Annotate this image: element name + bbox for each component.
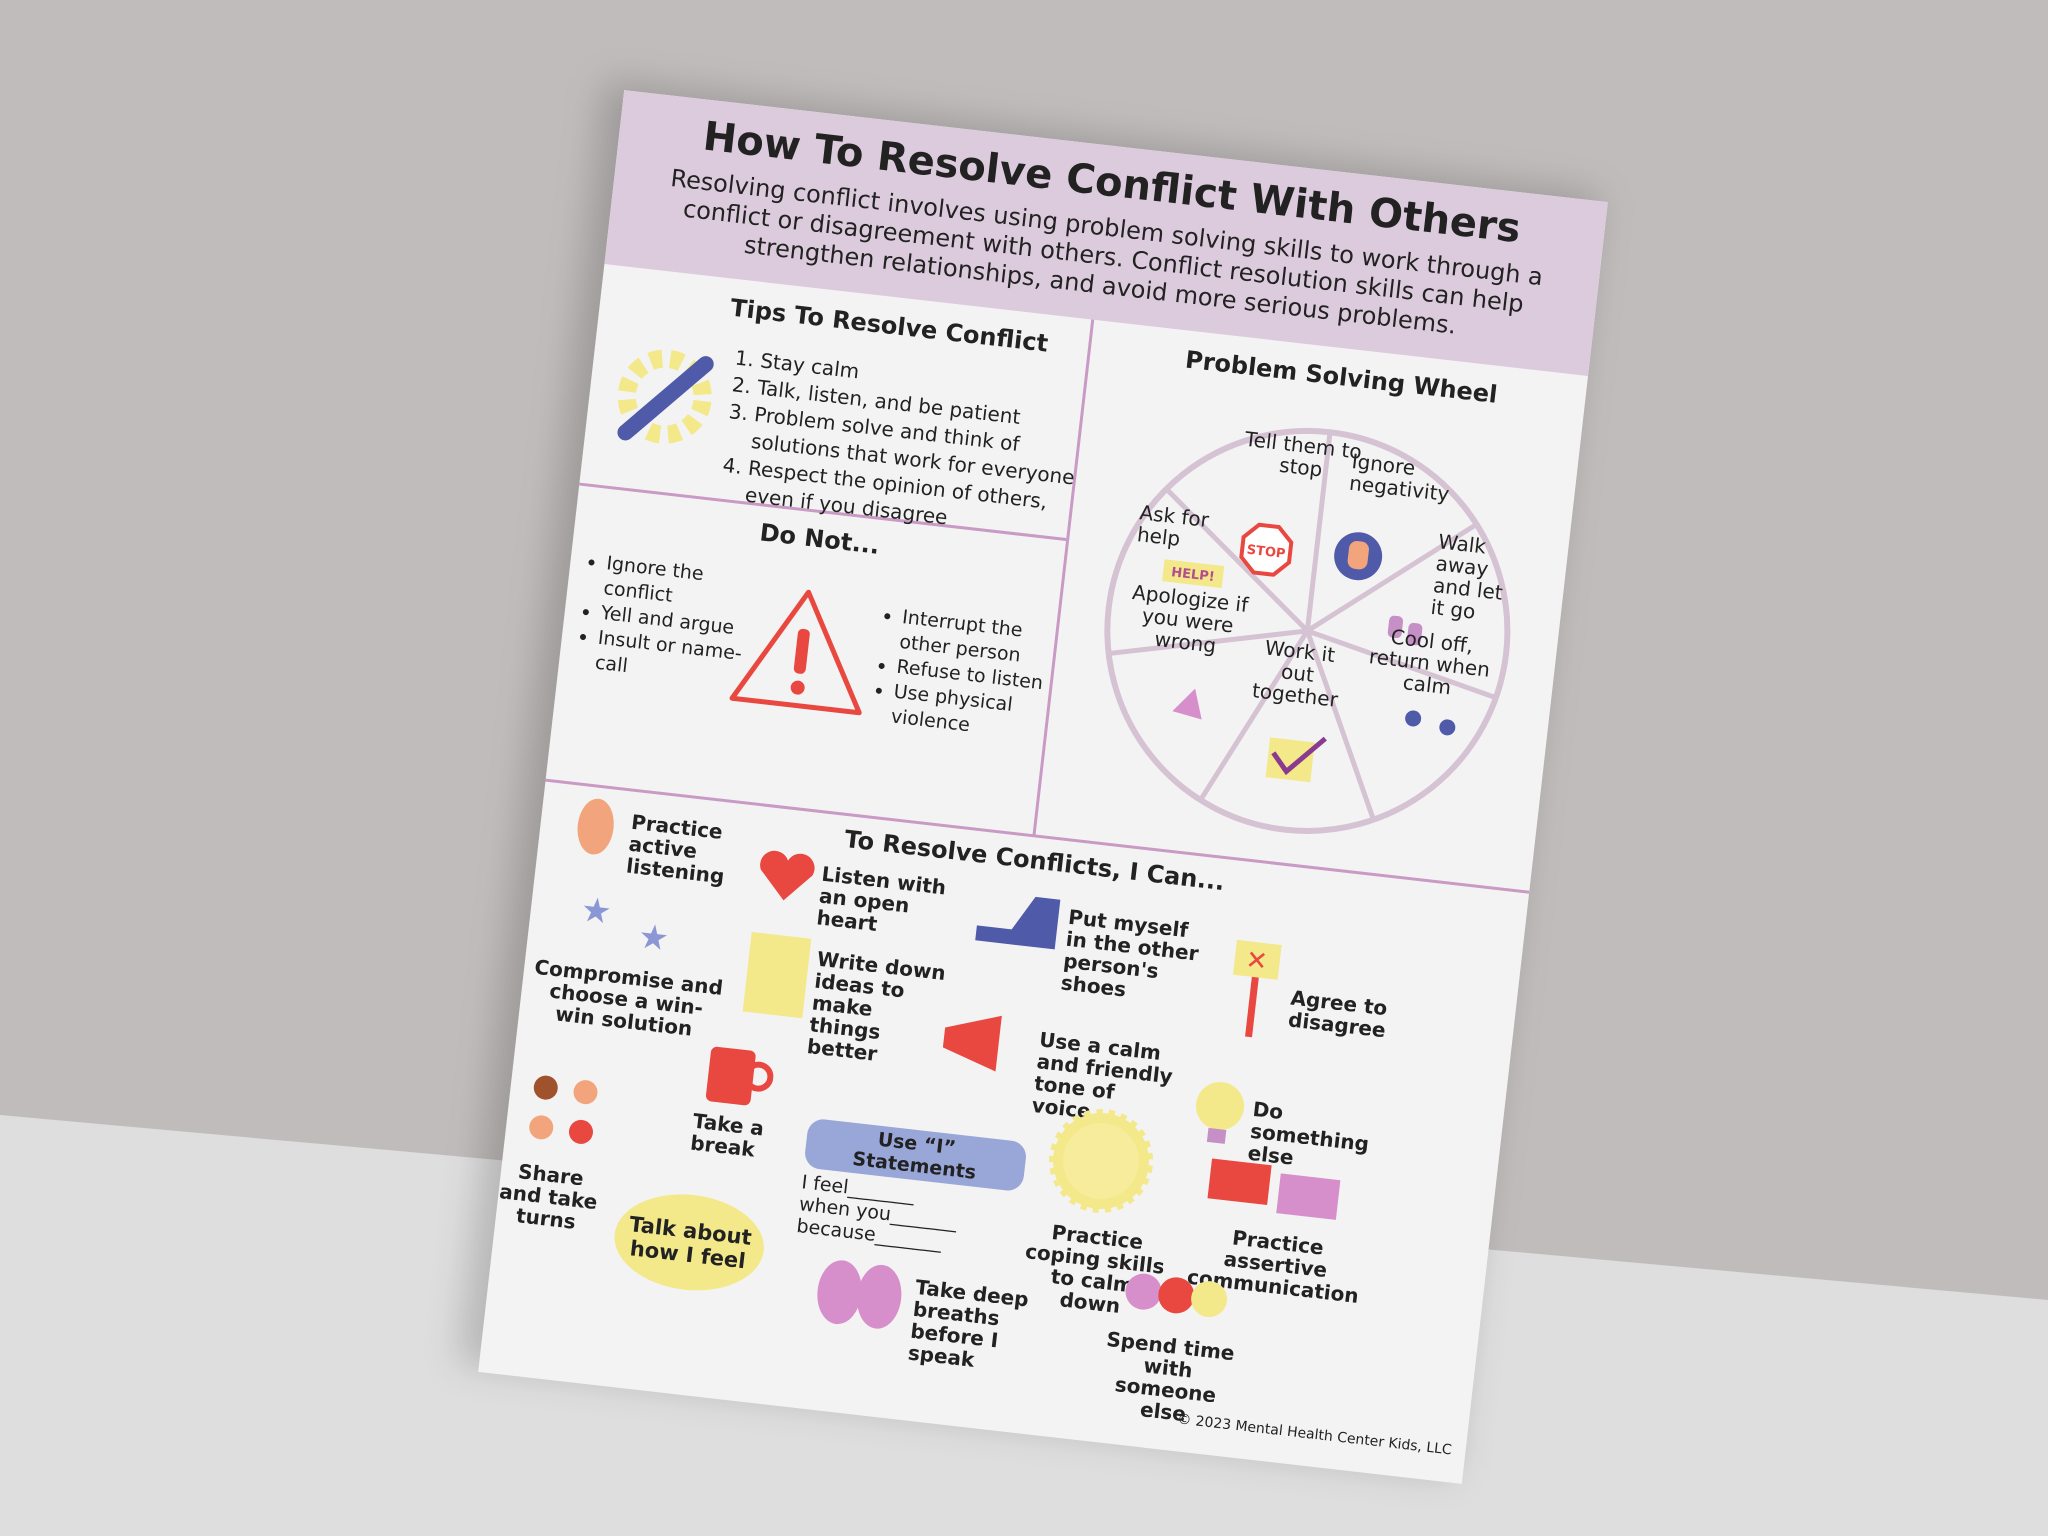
do-not-list-right: Interrupt the other person Refuse to lis… bbox=[874, 603, 1063, 747]
sharing-hands-icon bbox=[529, 1075, 598, 1144]
i-can-item: Write down ideas to make things better bbox=[805, 946, 947, 1066]
stop-sign-text: STOP bbox=[1246, 543, 1286, 562]
header-band: How To Resolve Conflict With Others Reso… bbox=[604, 90, 1608, 377]
notepad-icon bbox=[742, 931, 812, 1019]
i-can-item: Share and take turns bbox=[498, 1159, 599, 1234]
stop-sign-icon bbox=[1239, 522, 1294, 577]
tips-list: Stay calm Talk, listen, and be patient P… bbox=[718, 344, 1100, 546]
i-can-item: Practice active listening bbox=[625, 809, 726, 889]
apology-hands-icon bbox=[1172, 688, 1202, 720]
lungs-icon bbox=[817, 1260, 902, 1329]
svg-text:✕: ✕ bbox=[1244, 945, 1269, 977]
lightbulb-icon bbox=[1196, 1082, 1245, 1144]
ear-icon bbox=[577, 798, 614, 855]
i-can-item: Spend time with someone else bbox=[1105, 1326, 1236, 1427]
i-can-item: Talk about how I feel bbox=[628, 1211, 753, 1273]
i-statements-box: Use “I” Statements I feel_______ when yo… bbox=[795, 1117, 1028, 1262]
heart-icon bbox=[760, 850, 815, 901]
i-can-item: Listen with an open heart bbox=[815, 861, 948, 937]
stars-icon: ★★ bbox=[579, 890, 671, 960]
shoe-icon bbox=[975, 896, 1061, 950]
svg-text:★: ★ bbox=[579, 890, 614, 933]
poster: How To Resolve Conflict With Others Reso… bbox=[478, 90, 1608, 1484]
i-can-item: Put myself in the other person's shoes bbox=[1059, 904, 1200, 1002]
help-sign-icon bbox=[1162, 559, 1225, 588]
mug-icon bbox=[705, 1046, 774, 1106]
friends-icon bbox=[1125, 1273, 1228, 1318]
copyright: © 2023 Mental Health Center Kids, LLC bbox=[1176, 1411, 1453, 1459]
wheel-segment: Walk away and let it go bbox=[1429, 529, 1504, 624]
problem-solving-wheel: STOP HELP! bbox=[1104, 427, 1511, 834]
warning-icon bbox=[729, 589, 862, 716]
talk-bubble: Talk about how I feel bbox=[609, 1186, 770, 1299]
i-can-item: Take deep breaths before I speak bbox=[906, 1274, 1030, 1372]
sun-icon bbox=[1049, 1108, 1154, 1213]
help-sign-text: HELP! bbox=[1170, 565, 1215, 585]
disagree-sign-icon: ✕ bbox=[1232, 939, 1282, 1038]
calm-face-icon bbox=[1405, 710, 1422, 727]
speech-bubbles-icon bbox=[1207, 1158, 1341, 1220]
checkmark-icon bbox=[1265, 737, 1315, 783]
wrench-gear-icon bbox=[617, 349, 714, 444]
i-can-item: Compromise and choose a win-win solution bbox=[533, 954, 725, 1041]
wheel-segment: Work it out together bbox=[1250, 635, 1340, 712]
svg-text:★: ★ bbox=[636, 916, 671, 959]
walk-away-feet-icon bbox=[1387, 615, 1423, 646]
i-can-item: Agree to disagree bbox=[1286, 985, 1389, 1043]
i-can-item: Take a break bbox=[689, 1108, 766, 1162]
megaphone-icon bbox=[942, 1015, 1002, 1072]
wheel-segment: Ask for help bbox=[1135, 500, 1211, 551]
